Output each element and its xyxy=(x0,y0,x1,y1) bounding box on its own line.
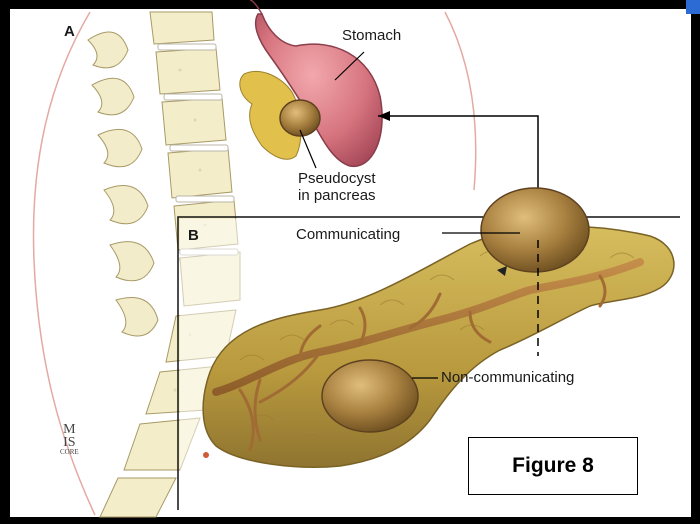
stomach-label: Stomach xyxy=(342,27,401,44)
figure-caption-box: Figure 8 xyxy=(468,437,638,495)
pseudocyst-label-line2: in pancreas xyxy=(298,187,376,204)
panel-b-label: B xyxy=(188,227,199,244)
illustrator-signature: M IS CORE xyxy=(60,424,79,455)
pseudocyst-label: Pseudocyst in pancreas xyxy=(298,170,376,205)
top-right-marker xyxy=(686,0,700,14)
communicating-label: Communicating xyxy=(296,226,400,243)
non-communicating-cyst xyxy=(322,360,418,432)
non-communicating-label: Non-communicating xyxy=(441,369,574,386)
communicating-cyst xyxy=(481,188,589,272)
figure-caption: Figure 8 xyxy=(512,454,594,478)
pseudocyst-label-line1: Pseudocyst xyxy=(298,170,376,187)
panel-a-label: A xyxy=(64,23,75,40)
